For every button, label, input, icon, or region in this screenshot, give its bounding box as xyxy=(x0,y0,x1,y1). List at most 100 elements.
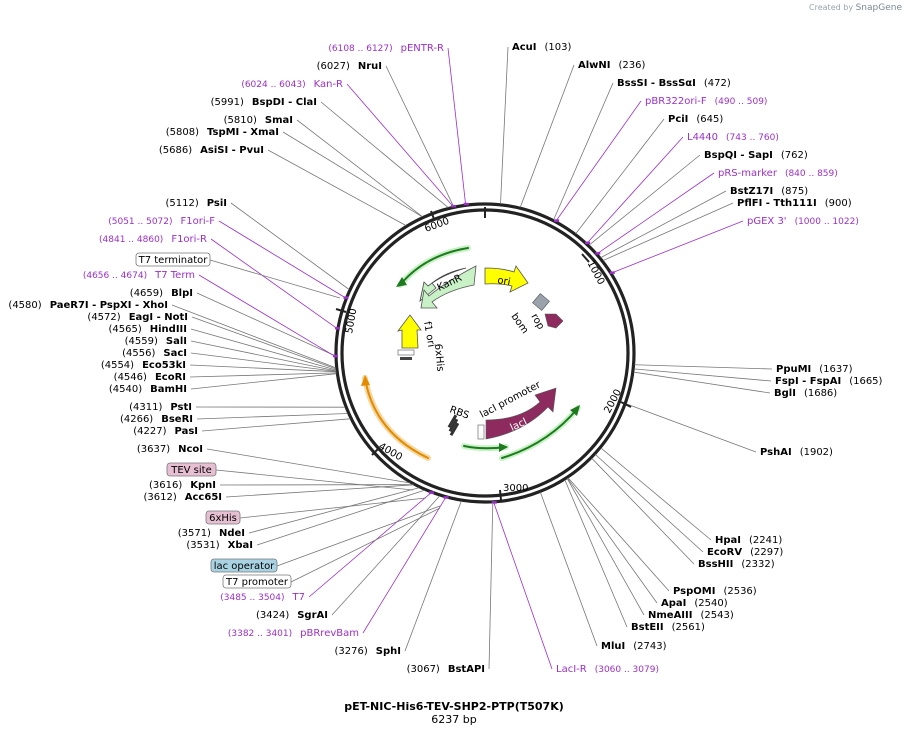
site-label-mlui: MluI(2743) xyxy=(601,641,667,652)
site-label-sgrai: (3424)SgrAI xyxy=(256,610,328,621)
leader-line xyxy=(602,202,734,261)
site-position: (1686) xyxy=(804,388,837,399)
plasmid-name: pET-NIC-His6-TEV-SHP2-PTP(T507K) xyxy=(344,700,564,713)
site-position: (6024 .. 6043) xyxy=(241,80,305,90)
box-leader-line xyxy=(209,259,341,299)
site-name: PsiI xyxy=(207,198,227,209)
created-by-watermark: Created by SnapGene xyxy=(809,3,902,13)
site-position: (840 .. 859) xyxy=(785,169,838,179)
primer-marker xyxy=(609,271,615,274)
site-name: NmeAIII xyxy=(648,610,692,621)
laci-arrow xyxy=(485,387,557,440)
site-name: SalI xyxy=(166,336,187,347)
site-position: (2543) xyxy=(700,610,733,621)
tick-3000: 3000 xyxy=(503,483,528,494)
site-label-f1ori-f: (5051 .. 5072)F1ori-F xyxy=(108,216,215,227)
site-position: (4227) xyxy=(133,426,166,437)
site-label-f1ori-r: (4841 .. 4860)F1ori-R xyxy=(99,234,207,245)
leader-line xyxy=(575,118,665,234)
site-name: LacI-R xyxy=(556,664,587,675)
site-name: pBR322ori-F xyxy=(645,96,707,107)
site-name: EcoRV xyxy=(707,547,742,558)
primer-marker xyxy=(443,496,449,499)
site-position: (4656 .. 4674) xyxy=(83,271,147,281)
site-name: PciI xyxy=(668,114,688,125)
leader-line xyxy=(296,119,423,218)
site-label-bsssi-bsss-i: BssSI - BssSαI(472) xyxy=(617,78,731,89)
primer-marker xyxy=(335,326,340,330)
site-name: Eco53kI xyxy=(142,360,186,371)
leader-line xyxy=(634,364,773,370)
site-label-ppumi: PpuMI(1637) xyxy=(776,364,853,375)
site-position: (6108 .. 6127) xyxy=(328,44,392,54)
site-position: (4266) xyxy=(120,414,153,425)
site-name: pBRrevBam xyxy=(300,628,359,639)
site-position: (3571) xyxy=(178,528,211,539)
site-position: (5808) xyxy=(166,127,199,138)
leader-line xyxy=(198,274,336,357)
site-position: (236) xyxy=(619,60,646,71)
site-name: MluI xyxy=(601,641,625,652)
site-position: (3382 .. 3401) xyxy=(228,629,292,639)
primer-marker xyxy=(595,252,601,255)
boxed-label-t7-promoter: T7 promoter xyxy=(222,574,292,589)
site-position: (1000 .. 1022) xyxy=(795,217,859,227)
site-position: (4540) xyxy=(109,384,142,395)
site-position: (1902) xyxy=(800,447,833,458)
bom-marker xyxy=(532,293,550,311)
site-position: (490 .. 509) xyxy=(715,97,768,107)
site-label-pspomi: PspOMI(2536) xyxy=(673,586,757,597)
site-position: (3637) xyxy=(137,444,170,455)
site-position: (2241) xyxy=(749,535,782,546)
site-position: (4554) xyxy=(101,360,134,371)
site-label-pasi: (4227) PasI xyxy=(133,426,198,437)
site-position: (3067) xyxy=(407,664,440,675)
site-position: (3276) xyxy=(335,646,368,657)
feature-label-rbs: RBS xyxy=(448,404,471,421)
site-label-paer7i-pspxi-xhoi: (4580)PaeR7I - PspXI - XhoI xyxy=(8,300,168,311)
site-name: SgrAI xyxy=(297,610,328,621)
leader-line xyxy=(595,454,704,553)
site-label-sphi: (3276)SphI xyxy=(335,646,401,657)
site-position: (4659) xyxy=(130,288,163,299)
site-name: BspQI - SapI xyxy=(704,150,773,161)
backbone xyxy=(334,202,636,504)
site-label-ecorv: EcoRV(2297) xyxy=(707,547,783,558)
site-name: FspI - FspAI xyxy=(775,376,841,387)
site-name: PasI xyxy=(175,426,198,437)
site-label-hpai: HpaI(2241) xyxy=(715,535,782,546)
site-name: PstI xyxy=(170,402,192,413)
leader-line xyxy=(567,477,670,592)
site-position: (1637) xyxy=(819,364,852,375)
tick-marks xyxy=(335,207,632,501)
svg-text:T7 terminator: T7 terminator xyxy=(138,255,209,266)
laci-promoter-marker xyxy=(477,424,485,440)
site-label-smai: (5810)SmaI xyxy=(224,115,293,126)
svg-text:TEV site: TEV site xyxy=(170,465,212,476)
leader-line xyxy=(190,373,337,390)
box-leader-line xyxy=(290,507,441,583)
site-name: BspDI - ClaI xyxy=(252,97,317,108)
leader-line xyxy=(385,65,454,207)
leader-line xyxy=(308,492,432,598)
site-name: HindIII xyxy=(150,324,187,335)
leader-line xyxy=(331,495,440,616)
site-label-tspmi-xmai: (5808)TspMI - XmaI xyxy=(166,127,279,138)
site-label-sali: (4559)SalI xyxy=(125,336,187,347)
box-leader-line xyxy=(239,497,427,519)
site-label-l4440: L4440(743 .. 760) xyxy=(687,132,779,143)
box-leader-line xyxy=(215,469,414,491)
site-label-pcii: PciI(645) xyxy=(668,114,723,125)
leader-line xyxy=(566,478,645,616)
leader-line xyxy=(633,371,771,394)
site-label-xbai: (3531)XbaI xyxy=(186,540,253,551)
site-label-t7: (3485 .. 3504)T7 xyxy=(220,592,305,603)
leader-line xyxy=(171,304,336,369)
site-label-acc65i: (3612)Acc65I xyxy=(144,492,223,503)
site-position: (4311) xyxy=(129,402,162,413)
primer-marker xyxy=(585,241,591,245)
site-name: AsiSI - PvuI xyxy=(200,145,264,156)
leader-line xyxy=(320,101,449,208)
feature-label-rop: rop xyxy=(528,312,546,332)
site-label-psti: (4311) PstI xyxy=(129,402,192,413)
